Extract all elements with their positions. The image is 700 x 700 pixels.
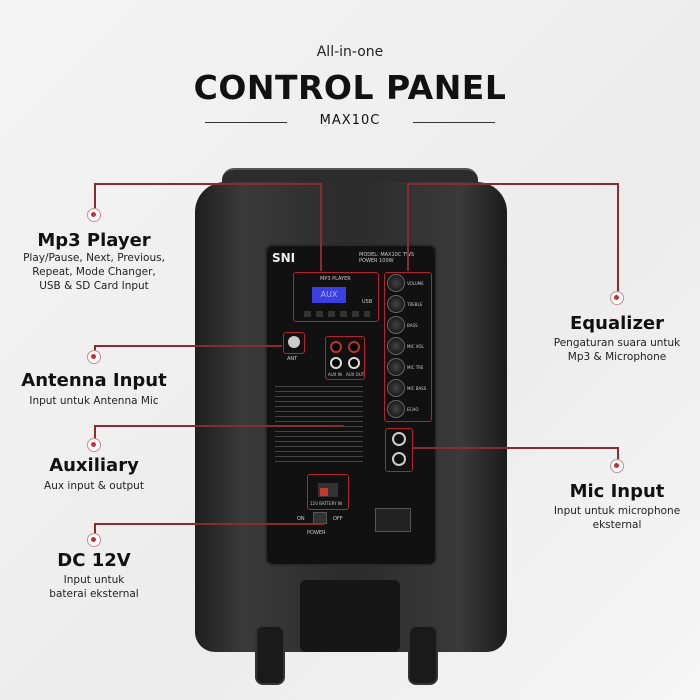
callout-dc: DC 12V Input untuk baterai eksternal bbox=[49, 550, 138, 601]
mic-line bbox=[617, 447, 619, 466]
eq-dot-icon bbox=[610, 291, 624, 305]
aux-in-jack-white[interactable] bbox=[330, 357, 342, 369]
mic-dot-icon bbox=[610, 459, 624, 473]
ac-power-socket[interactable] bbox=[375, 508, 411, 532]
callout-title: Mic Input bbox=[569, 481, 665, 502]
aux-out-jack-white[interactable] bbox=[348, 357, 360, 369]
power-switch-label: POWER bbox=[307, 530, 326, 536]
antenna-dot-icon bbox=[87, 350, 101, 364]
equalizer-knobs: VOLUME TREBLE BASS MIC VOL MIC TRE MIC BASS EC… bbox=[384, 272, 432, 422]
antenna-line-h bbox=[94, 345, 282, 347]
mp3-buttons[interactable] bbox=[304, 311, 370, 317]
aux-line-h bbox=[94, 425, 344, 427]
usb-port[interactable]: USB bbox=[362, 299, 373, 305]
knob-label: BASS bbox=[407, 323, 418, 328]
knob-bass[interactable] bbox=[387, 316, 405, 334]
aux-in-label: AUX IN bbox=[328, 372, 342, 377]
mp3-label: MP3 PLAYER bbox=[320, 276, 351, 282]
callout-desc: Input untuk Antenna Mic bbox=[29, 395, 159, 407]
knob-echo[interactable] bbox=[387, 400, 405, 418]
knob-label: MIC BASS bbox=[407, 386, 427, 391]
callout-desc: Aux input & output bbox=[44, 480, 144, 492]
callout-aux: Auxiliary Aux input & output bbox=[44, 455, 144, 493]
aux-out-jack-red[interactable] bbox=[348, 341, 360, 353]
divider-right bbox=[413, 122, 495, 123]
knob-label: MIC TRE bbox=[407, 365, 424, 370]
page-title: CONTROL PANEL bbox=[193, 68, 507, 107]
callout-title: DC 12V bbox=[57, 550, 131, 571]
mic-jack-2[interactable] bbox=[392, 452, 406, 466]
model-label: MODEL: MAX10C TWS bbox=[359, 252, 415, 258]
knob-mic-vol[interactable] bbox=[387, 337, 405, 355]
callout-desc: USB & SD Card Input bbox=[39, 280, 149, 292]
aux-line bbox=[94, 425, 96, 445]
mic-line-h bbox=[412, 447, 618, 449]
dc-line-h bbox=[94, 523, 324, 525]
callout-desc: Pengaturan suara untuk bbox=[553, 337, 681, 349]
knob-label: ECHO bbox=[407, 407, 419, 412]
callout-desc: Mp3 & Microphone bbox=[567, 351, 667, 363]
mp3-line-v bbox=[320, 183, 322, 271]
callout-desc: Input untuk microphone bbox=[553, 505, 681, 517]
off-label: OFF bbox=[333, 516, 343, 522]
power-label: POWER 100W bbox=[359, 258, 394, 264]
mp3-dot-icon bbox=[87, 208, 101, 222]
knob-mic-bass[interactable] bbox=[387, 379, 405, 397]
callout-desc: Input untuk bbox=[63, 574, 125, 586]
wheel-left bbox=[255, 625, 285, 685]
mic-jack-1[interactable] bbox=[392, 432, 406, 446]
callout-title: Auxiliary bbox=[49, 455, 139, 476]
callout-antenna: Antenna Input Input untuk Antenna Mic bbox=[21, 370, 166, 408]
control-panel: SNI MODEL: MAX10C TWS POWER 100W MP3 PLA… bbox=[265, 244, 437, 566]
knob-volume[interactable] bbox=[387, 274, 405, 292]
antenna-input[interactable] bbox=[283, 332, 305, 354]
callout-mp3: Mp3 Player Play/Pause, Next, Previous, R… bbox=[23, 230, 165, 293]
subtitle: All-in-one bbox=[316, 44, 384, 60]
eq-line-v bbox=[407, 183, 409, 271]
dc-dot-icon bbox=[87, 533, 101, 547]
callout-title: Mp3 Player bbox=[37, 230, 151, 251]
mp3-line bbox=[94, 183, 96, 213]
dc-line bbox=[94, 523, 96, 540]
callout-desc: baterai eksternal bbox=[49, 588, 139, 600]
wheel-right bbox=[408, 625, 438, 685]
battery-terminals[interactable] bbox=[318, 483, 338, 497]
brand-logo: SNI bbox=[272, 251, 296, 265]
knob-label: TREBLE bbox=[407, 302, 423, 307]
dc-12v-input: 12V BATTERY IN bbox=[307, 474, 349, 510]
knob-label: VOLUME bbox=[407, 281, 424, 286]
knob-label: MIC VOL bbox=[407, 344, 424, 349]
callout-eq: Equalizer Pengaturan suara untuk Mp3 & M… bbox=[554, 313, 681, 364]
callout-desc: eksternal bbox=[592, 519, 642, 531]
knob-treble[interactable] bbox=[387, 295, 405, 313]
antenna-jack[interactable] bbox=[288, 336, 300, 348]
on-label: ON bbox=[297, 516, 305, 522]
callout-mic: Mic Input Input untuk microphone ekstern… bbox=[554, 481, 680, 532]
callout-desc: Repeat, Mode Changer, bbox=[32, 266, 156, 278]
eq-line bbox=[617, 183, 619, 298]
aux-dot-icon bbox=[87, 438, 101, 452]
mp3-line-h bbox=[94, 183, 320, 185]
knob-mic-tre[interactable] bbox=[387, 358, 405, 376]
trolley-cutout bbox=[300, 580, 400, 652]
callout-title: Equalizer bbox=[569, 313, 665, 334]
model-name: MAX10C bbox=[319, 113, 381, 128]
mp3-player-module: MP3 PLAYER AUX USB bbox=[293, 272, 379, 322]
ant-label: ANT bbox=[287, 356, 298, 362]
aux-in-jack-red[interactable] bbox=[330, 341, 342, 353]
mp3-display: AUX bbox=[312, 287, 346, 303]
battery-label: 12V BATTERY IN bbox=[310, 501, 343, 506]
divider-left bbox=[205, 122, 287, 123]
callout-title: Antenna Input bbox=[21, 370, 167, 391]
callout-desc: Play/Pause, Next, Previous, bbox=[23, 252, 165, 264]
eq-line-h bbox=[407, 183, 618, 185]
mic-input bbox=[385, 428, 413, 472]
aux-out-label: AUX OUT bbox=[346, 372, 365, 377]
aux-ports: AUX IN AUX OUT bbox=[325, 336, 365, 380]
